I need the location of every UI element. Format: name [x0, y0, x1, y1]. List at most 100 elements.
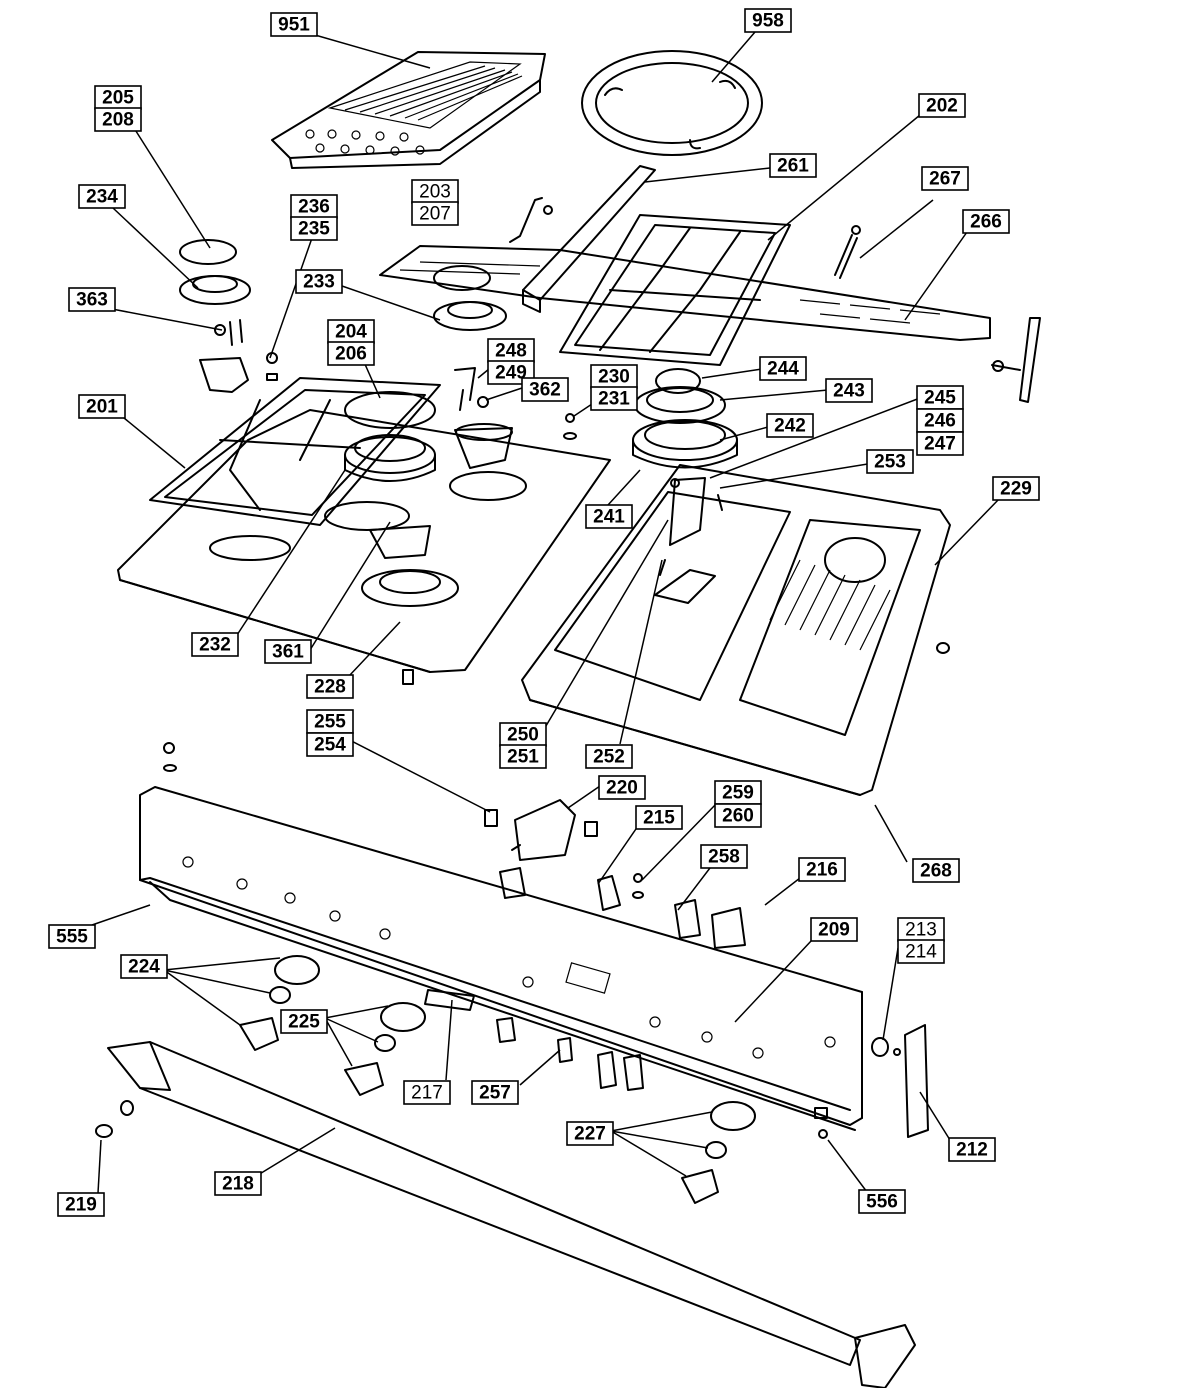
valve-363: [199, 319, 278, 393]
callout-361: 361: [264, 639, 312, 664]
callout-214: 214: [897, 939, 945, 964]
svg-text:958: 958: [752, 11, 784, 32]
svg-text:268: 268: [920, 861, 952, 882]
left-grate: [149, 377, 441, 526]
svg-text:205: 205: [102, 88, 134, 109]
svg-text:234: 234: [86, 187, 118, 208]
callout-228: 228: [306, 674, 354, 699]
svg-text:253: 253: [874, 452, 906, 473]
screw-230: [563, 413, 577, 440]
callout-219: 219: [57, 1192, 105, 1217]
svg-text:201: 201: [86, 397, 118, 418]
svg-text:227: 227: [574, 1124, 606, 1145]
svg-text:252: 252: [593, 747, 625, 768]
svg-text:363: 363: [76, 290, 108, 311]
callout-236: 236: [290, 194, 338, 219]
svg-text:255: 255: [314, 712, 346, 733]
knob-set-227: [681, 1101, 756, 1204]
callout-201: 201: [78, 394, 126, 419]
callout-243: 243: [825, 378, 873, 403]
left-cooktop: [117, 409, 611, 685]
callout-234: 234: [78, 184, 126, 209]
svg-text:219: 219: [65, 1195, 97, 1216]
callout-242: 242: [766, 413, 814, 438]
svg-text:248: 248: [495, 341, 527, 362]
svg-text:247: 247: [924, 434, 956, 455]
svg-text:214: 214: [905, 942, 937, 963]
callout-212: 212: [948, 1137, 996, 1162]
svg-text:260: 260: [722, 806, 754, 827]
svg-text:215: 215: [643, 808, 675, 829]
rear-panel-strip: [379, 245, 991, 341]
callout-252: 252: [585, 744, 633, 769]
handle-bar: [107, 1041, 916, 1388]
callout-267: 267: [921, 166, 969, 191]
callout-204: 204: [327, 319, 375, 344]
trim-bar: [522, 165, 656, 313]
svg-text:230: 230: [598, 367, 630, 388]
burner-cup: [454, 423, 513, 469]
valve-253: [659, 477, 723, 576]
svg-text:361: 361: [272, 642, 304, 663]
bracket-267: [834, 225, 861, 279]
right-grate: [559, 214, 791, 366]
svg-text:217: 217: [411, 1083, 443, 1104]
svg-text:249: 249: [495, 363, 527, 384]
svg-text:225: 225: [288, 1012, 320, 1033]
svg-text:243: 243: [833, 381, 865, 402]
callout-261: 261: [769, 153, 817, 178]
callout-206: 206: [327, 341, 375, 366]
burner-205: [179, 239, 251, 305]
callout-958: 958: [744, 8, 792, 33]
callout-246: 246: [916, 408, 964, 433]
svg-text:209: 209: [818, 920, 850, 941]
callout-235: 235: [290, 216, 338, 241]
svg-text:555: 555: [56, 927, 88, 948]
burner-stack-right: [632, 368, 738, 469]
leader-lines: [91, 31, 1001, 1197]
callout-260: 260: [714, 803, 762, 828]
svg-text:245: 245: [924, 388, 956, 409]
svg-text:233: 233: [303, 272, 335, 293]
svg-text:261: 261: [777, 156, 809, 177]
callout-257: 257: [471, 1080, 519, 1105]
callout-251: 251: [499, 744, 547, 769]
svg-text:204: 204: [335, 322, 367, 343]
burner-203: [433, 265, 507, 331]
callout-362: 362: [521, 377, 569, 402]
svg-text:228: 228: [314, 677, 346, 698]
svg-text:220: 220: [606, 778, 638, 799]
svg-text:242: 242: [774, 416, 806, 437]
svg-text:213: 213: [905, 920, 937, 941]
svg-text:207: 207: [419, 204, 451, 225]
screw-556: [814, 1107, 828, 1139]
svg-text:951: 951: [278, 15, 310, 36]
svg-text:258: 258: [708, 847, 740, 868]
callout-248: 248: [487, 338, 535, 363]
callout-250: 250: [499, 722, 547, 747]
burner-204: [344, 391, 436, 482]
callout-218: 218: [214, 1171, 262, 1196]
svg-text:254: 254: [314, 735, 346, 756]
callout-363: 363: [68, 287, 116, 312]
svg-text:208: 208: [102, 110, 134, 131]
callout-202: 202: [918, 93, 966, 118]
small-buttons: [424, 989, 644, 1091]
callout-244: 244: [759, 356, 807, 381]
spark-electrode: [454, 367, 489, 411]
svg-text:224: 224: [128, 957, 160, 978]
svg-text:203: 203: [419, 182, 451, 203]
svg-text:212: 212: [956, 1140, 988, 1161]
callout-215: 215: [635, 805, 683, 830]
side-plate: [871, 1024, 929, 1138]
svg-text:266: 266: [970, 212, 1002, 233]
callout-209: 209: [810, 917, 858, 942]
svg-text:206: 206: [335, 344, 367, 365]
screw-top-left: [163, 742, 177, 772]
svg-text:229: 229: [1000, 479, 1032, 500]
callout-254: 254: [306, 732, 354, 757]
callout-556: 556: [858, 1189, 906, 1214]
bottom-bracket: [149, 881, 856, 1131]
callout-259: 259: [714, 780, 762, 805]
